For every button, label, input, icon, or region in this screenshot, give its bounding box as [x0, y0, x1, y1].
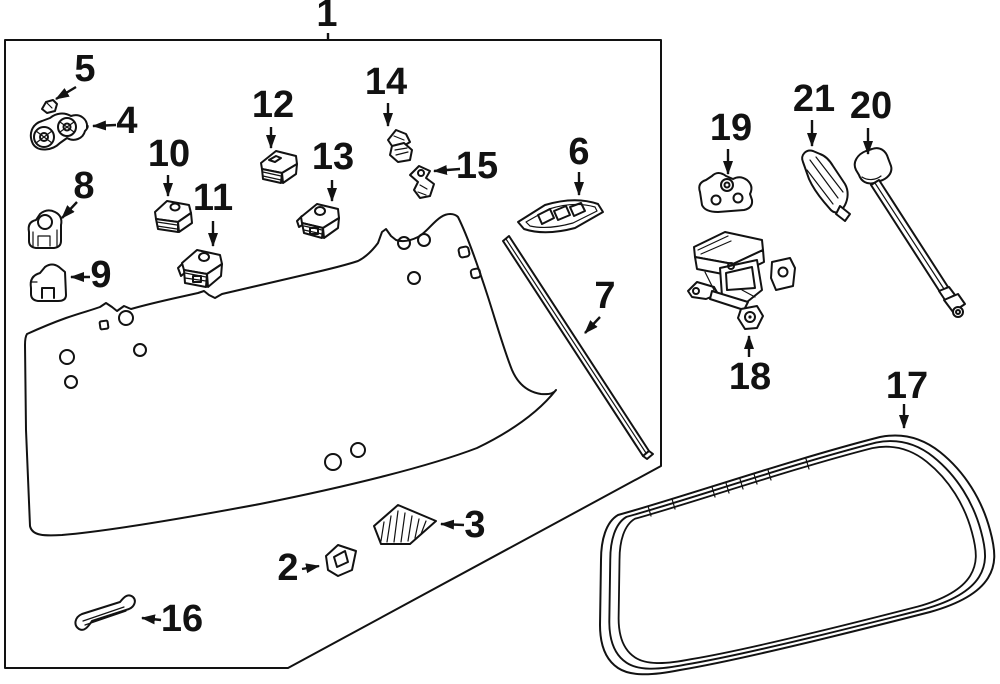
callout-leader-lines [55, 33, 909, 625]
callout-18-label[interactable]: 18 [729, 356, 771, 398]
callout-2-label[interactable]: 2 [277, 547, 298, 589]
part-19-hinge-shape [698, 172, 754, 213]
callout-4-label[interactable]: 4 [116, 100, 137, 142]
callout-16-label[interactable]: 16 [161, 598, 203, 640]
callout-11-label[interactable]: 11 [193, 177, 233, 219]
part-5-clip-shape [41, 99, 58, 114]
part-21-bracket-shape [801, 149, 851, 222]
callout-13-label[interactable]: 13 [312, 136, 354, 178]
callout-5-label[interactable]: 5 [74, 48, 95, 90]
part-20-strut-shape [853, 147, 966, 318]
callout-7-label[interactable]: 7 [594, 275, 615, 317]
back-glass-panel-shape [24, 213, 557, 537]
part-7-molding-shape [502, 235, 654, 460]
callout-20-label[interactable]: 20 [850, 85, 892, 127]
callout-15-label[interactable]: 15 [456, 145, 498, 187]
part-9-stop-shape [29, 263, 67, 302]
callout-9-label[interactable]: 9 [90, 254, 111, 296]
part-10-clip-shape [154, 200, 193, 233]
callout-8-label[interactable]: 8 [73, 165, 94, 207]
part-13-clip-shape [296, 203, 340, 239]
callout-6-label[interactable]: 6 [568, 131, 589, 173]
part-11-clip-shape [177, 249, 223, 288]
callout-labels: 1 2 3 4 5 6 7 8 9 10 11 12 13 14 15 16 1… [73, 0, 928, 640]
part-4-bracket-shape [29, 112, 89, 151]
glass-mounting-holes [59, 233, 482, 471]
part-18-latch-shape [687, 231, 796, 330]
part-17-weatherstrip-shape [599, 434, 996, 676]
callout-19-label[interactable]: 19 [710, 107, 752, 149]
part-14-clip-shape [387, 129, 413, 163]
part-2-clip-shape [325, 544, 357, 577]
assembly-box-outline [4, 39, 662, 669]
callout-3-label[interactable]: 3 [464, 504, 485, 546]
part-8-stop-shape [27, 209, 63, 249]
callout-21-label[interactable]: 21 [793, 78, 835, 120]
callout-14-label[interactable]: 14 [365, 61, 407, 103]
weatherstrip-segment-ticks [647, 458, 810, 517]
part-15-clip-shape [409, 165, 435, 199]
part-6-bezel-shape [517, 199, 604, 234]
callout-12-label[interactable]: 12 [252, 84, 294, 126]
callout-1-label[interactable]: 1 [316, 0, 337, 35]
part-16-molding-shape [74, 594, 136, 631]
part-3-wedge-shape [373, 504, 437, 545]
callout-17-label[interactable]: 17 [886, 365, 928, 407]
part-12-clip-shape [260, 150, 298, 184]
callout-10-label[interactable]: 10 [148, 133, 190, 175]
